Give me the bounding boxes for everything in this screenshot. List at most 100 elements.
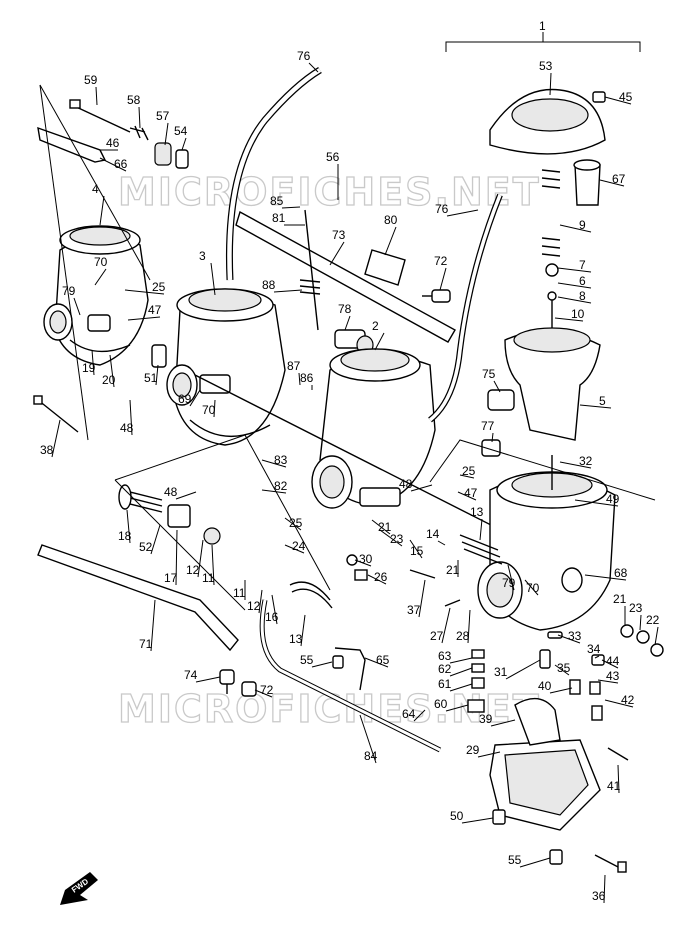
leader-line	[449, 657, 473, 664]
callout-54: 54	[174, 124, 188, 138]
callout-30: 30	[359, 552, 373, 566]
callout-53: 53	[539, 59, 553, 73]
leader-line	[449, 683, 473, 692]
callout-21: 21	[446, 563, 460, 577]
leader-line	[273, 289, 303, 293]
callout-11: 11	[233, 586, 246, 600]
leader-line	[155, 364, 159, 386]
callout-77: 77	[481, 419, 495, 433]
leader-line	[109, 354, 115, 388]
callout-62: 62	[438, 662, 452, 676]
callout-47: 47	[464, 486, 478, 500]
assembly-bracket	[445, 32, 641, 52]
leader-line	[374, 332, 385, 351]
callout-78: 78	[338, 302, 352, 316]
leader-line	[554, 317, 584, 322]
spring-13-right	[459, 534, 503, 565]
leader-line	[210, 262, 216, 296]
callout-70: 70	[526, 581, 540, 595]
needle-10	[545, 263, 559, 355]
callout-68: 68	[614, 566, 628, 580]
callout-3: 3	[199, 249, 206, 263]
carburetor-body-3	[166, 288, 286, 446]
leader-line	[654, 626, 659, 646]
callout-6: 6	[579, 274, 586, 288]
leader-line	[579, 404, 612, 409]
callout-29: 29	[466, 743, 480, 757]
callout-84: 84	[364, 749, 378, 763]
leader-line	[554, 664, 570, 676]
carburetor-body-1	[477, 455, 616, 631]
callout-39: 39	[479, 712, 493, 726]
throttle-cable-bracket-66	[37, 126, 107, 163]
screw-41	[607, 747, 629, 761]
callout-76: 76	[297, 49, 311, 63]
callout-79: 79	[62, 284, 76, 298]
clamp-65	[334, 647, 366, 691]
leader-line	[213, 399, 216, 418]
carburetor-body-4	[43, 225, 149, 366]
callout-42: 42	[621, 693, 635, 707]
callout-48: 48	[120, 421, 134, 435]
callout-14: 14	[426, 527, 440, 541]
callout-55: 55	[300, 653, 314, 667]
leader-line	[557, 296, 592, 304]
group-line-left-2	[39, 84, 151, 281]
leader-line	[300, 614, 306, 647]
leader-line	[359, 714, 377, 764]
callout-55: 55	[508, 853, 522, 867]
leader-line	[298, 372, 301, 386]
callout-61: 61	[438, 677, 452, 691]
leader-line	[519, 857, 551, 868]
leader-line	[258, 589, 263, 614]
leader-line	[594, 655, 600, 659]
leader-line	[604, 699, 634, 708]
callout-25: 25	[462, 464, 476, 478]
leader-line	[150, 599, 156, 652]
leader-line	[126, 509, 131, 544]
callout-85: 85	[270, 194, 284, 208]
leader-line	[437, 540, 446, 546]
callout-12: 12	[186, 563, 200, 577]
callout-79: 79	[502, 576, 516, 590]
leader-line	[138, 106, 141, 129]
callout-28: 28	[456, 629, 470, 643]
leader-line	[459, 474, 475, 479]
leader-line	[164, 122, 169, 146]
leader-line	[413, 709, 426, 722]
callout-76: 76	[435, 202, 449, 216]
callout-8: 8	[579, 289, 586, 303]
callout-59: 59	[84, 73, 98, 87]
leader-line	[384, 226, 397, 256]
fuel-hose-76-right	[428, 193, 503, 423]
callout-group: 5958575446664702579471920483876351697056…	[40, 49, 660, 904]
leader-line	[559, 224, 592, 233]
callout-40: 40	[538, 679, 552, 693]
leader-line	[445, 704, 469, 712]
callout-34: 34	[587, 642, 601, 656]
leader-line	[99, 195, 105, 226]
leader-line	[211, 544, 215, 586]
callout-70: 70	[94, 255, 108, 269]
leader-line	[491, 432, 494, 443]
callout-88: 88	[262, 278, 276, 292]
leader-line	[441, 607, 451, 644]
callout-48: 48	[164, 485, 178, 499]
callout-80: 80	[384, 213, 398, 227]
callout-70: 70	[202, 403, 216, 417]
callout-32: 32	[579, 454, 593, 468]
leader-line	[284, 544, 305, 554]
callout-45: 45	[619, 90, 633, 104]
leader-line	[477, 751, 501, 758]
callout-37: 37	[407, 603, 421, 617]
callout-33: 33	[568, 629, 582, 643]
leader-line	[549, 687, 573, 694]
leader-line	[311, 661, 333, 668]
leader-line	[91, 349, 95, 376]
callout-15: 15	[410, 544, 424, 558]
leader-line	[599, 179, 625, 187]
leader-line	[446, 209, 479, 217]
callout-19: 19	[82, 361, 96, 375]
pilot-screw-38	[33, 395, 79, 433]
callout-20: 20	[102, 373, 116, 387]
